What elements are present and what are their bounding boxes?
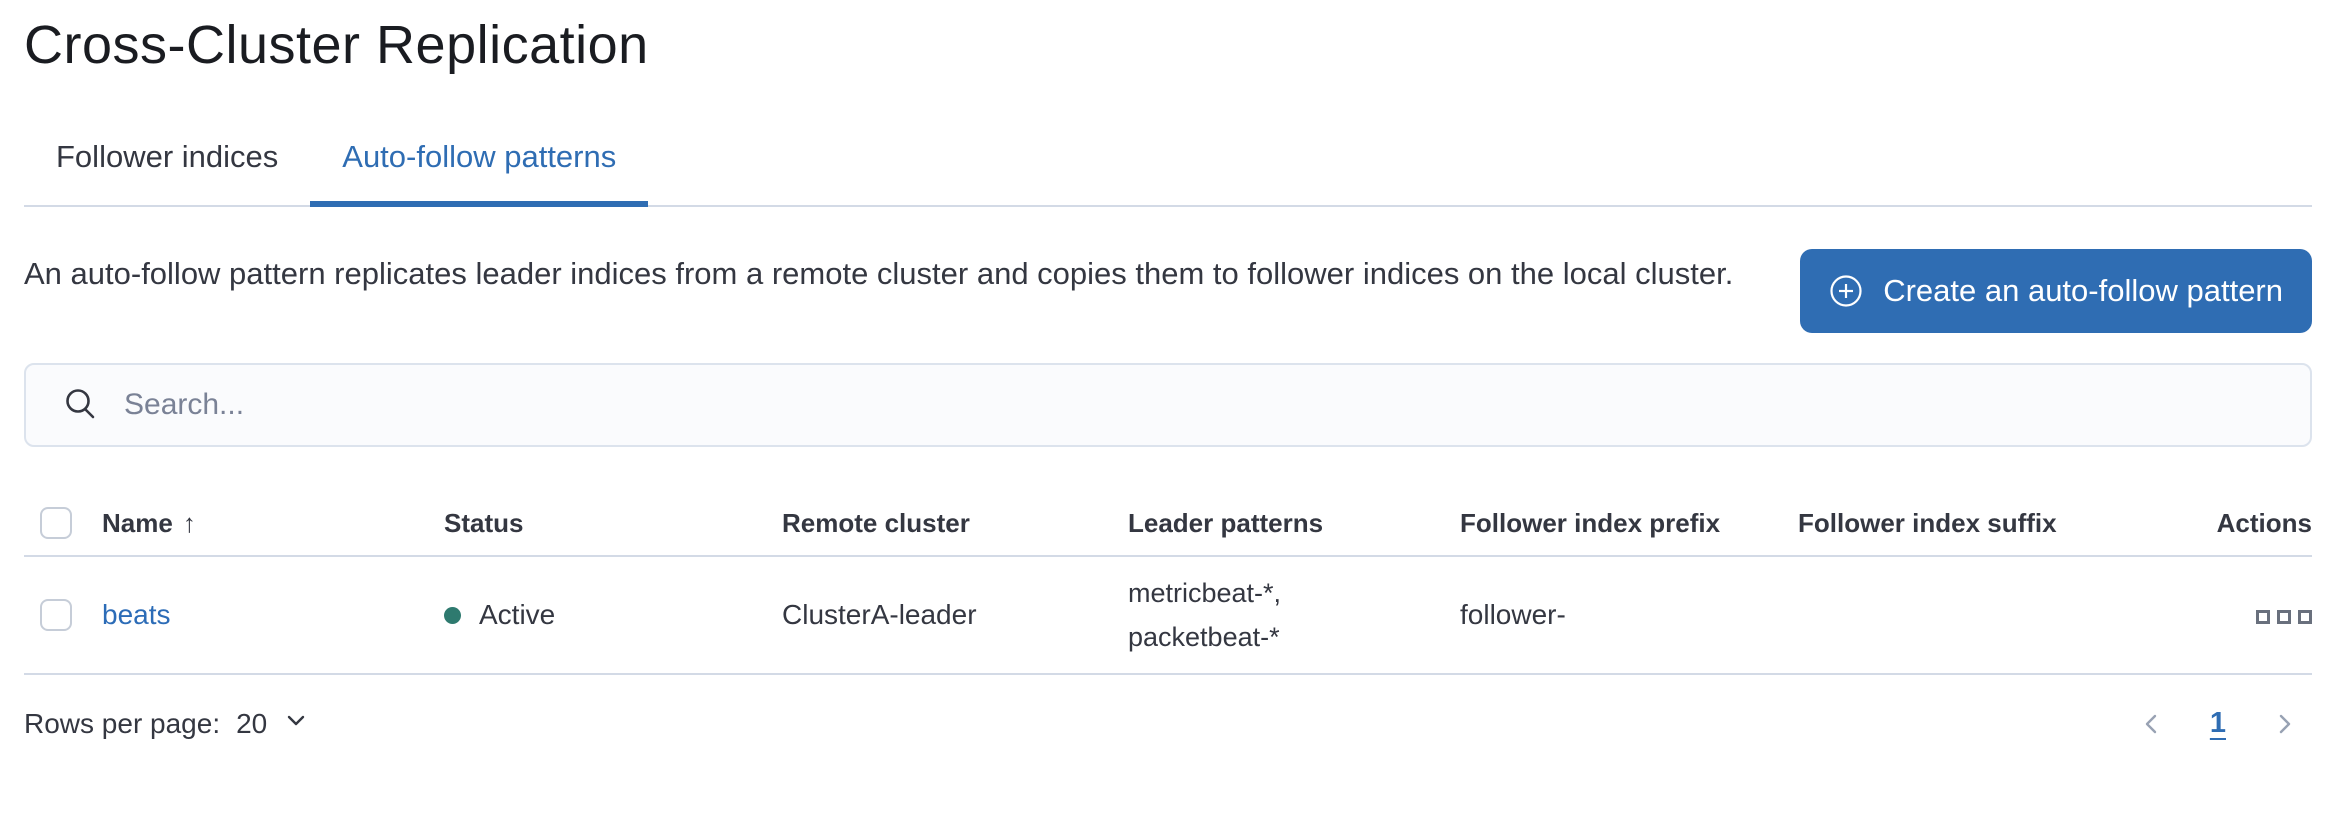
table-footer: Rows per page: 20 1: [24, 707, 2312, 740]
select-all-cell: [24, 507, 102, 540]
column-header-remote-cluster: Remote cluster: [782, 507, 970, 538]
column-header-leader-patterns: Leader patterns: [1128, 507, 1324, 538]
intro-section: An auto-follow pattern replicates leader…: [24, 249, 2312, 334]
table-header-row: Name ↑ Status Remote cluster Leader patt…: [24, 491, 2312, 558]
search-input[interactable]: [122, 365, 2310, 446]
leader-pattern-2: packetbeat-*: [1128, 622, 1280, 653]
column-header-status: Status: [444, 507, 524, 538]
cross-cluster-replication-page: Cross-Cluster Replication Follower indic…: [0, 14, 2336, 740]
column-header-follower-index-suffix: Follower index suffix: [1798, 507, 2057, 538]
column-header-follower-index-prefix: Follower index prefix: [1460, 507, 1721, 538]
search-icon: [62, 386, 100, 424]
cell-remote-cluster: ClusterA-leader: [782, 599, 977, 631]
rows-per-page-value: 20: [236, 707, 268, 739]
status-label: Active: [479, 599, 556, 631]
pattern-name-link[interactable]: beats: [102, 599, 171, 631]
column-header-name-label: Name: [102, 507, 173, 538]
tab-auto-follow-patterns[interactable]: Auto-follow patterns: [310, 110, 649, 208]
cell-leader-patterns: metricbeat-*, packetbeat-*: [1128, 571, 1460, 659]
cell-status: Active: [444, 599, 782, 631]
row-select-checkbox[interactable]: [40, 599, 72, 632]
table-row-beats: beats Active ClusterA-leader metricbeat-…: [24, 557, 2312, 676]
pagination: 1: [2138, 707, 2312, 740]
previous-page-button[interactable]: [2138, 710, 2166, 738]
status-active-dot-icon: [444, 606, 461, 624]
auto-follow-description: An auto-follow pattern replicates leader…: [24, 256, 1734, 292]
rows-per-page-label: Rows per page:: [24, 707, 221, 739]
cell-name: beats: [102, 599, 444, 631]
tab-auto-follow-patterns-label: Auto-follow patterns: [342, 139, 617, 174]
cell-actions: [2130, 599, 2312, 631]
leader-pattern-1: metricbeat-*,: [1128, 578, 1282, 609]
chevron-down-icon: [283, 707, 309, 740]
select-all-checkbox[interactable]: [40, 507, 72, 540]
next-page-button[interactable]: [2270, 710, 2298, 738]
column-header-name[interactable]: Name ↑: [102, 508, 444, 539]
page-title: Cross-Cluster Replication: [24, 15, 649, 75]
row-select-cell: [24, 599, 102, 632]
create-auto-follow-pattern-button[interactable]: Create an auto-follow pattern: [1800, 249, 2312, 334]
tab-bar: Follower indices Auto-follow patterns: [24, 110, 2312, 208]
cell-follower-index-prefix: follower-: [1460, 599, 1566, 631]
create-button-label: Create an auto-follow pattern: [1883, 273, 2283, 309]
row-actions-menu-icon[interactable]: [2256, 609, 2312, 624]
rows-per-page-selector[interactable]: Rows per page: 20: [24, 707, 309, 740]
sort-ascending-icon: ↑: [182, 507, 196, 538]
page-1-button[interactable]: 1: [2209, 707, 2226, 740]
auto-follow-patterns-table: Name ↑ Status Remote cluster Leader patt…: [24, 491, 2312, 676]
tab-follower-indices[interactable]: Follower indices: [24, 110, 310, 205]
plus-in-circle-icon: [1829, 274, 1863, 308]
column-header-actions: Actions: [2216, 507, 2312, 538]
search-bar: [24, 363, 2312, 448]
tab-follower-indices-label: Follower indices: [56, 139, 279, 174]
